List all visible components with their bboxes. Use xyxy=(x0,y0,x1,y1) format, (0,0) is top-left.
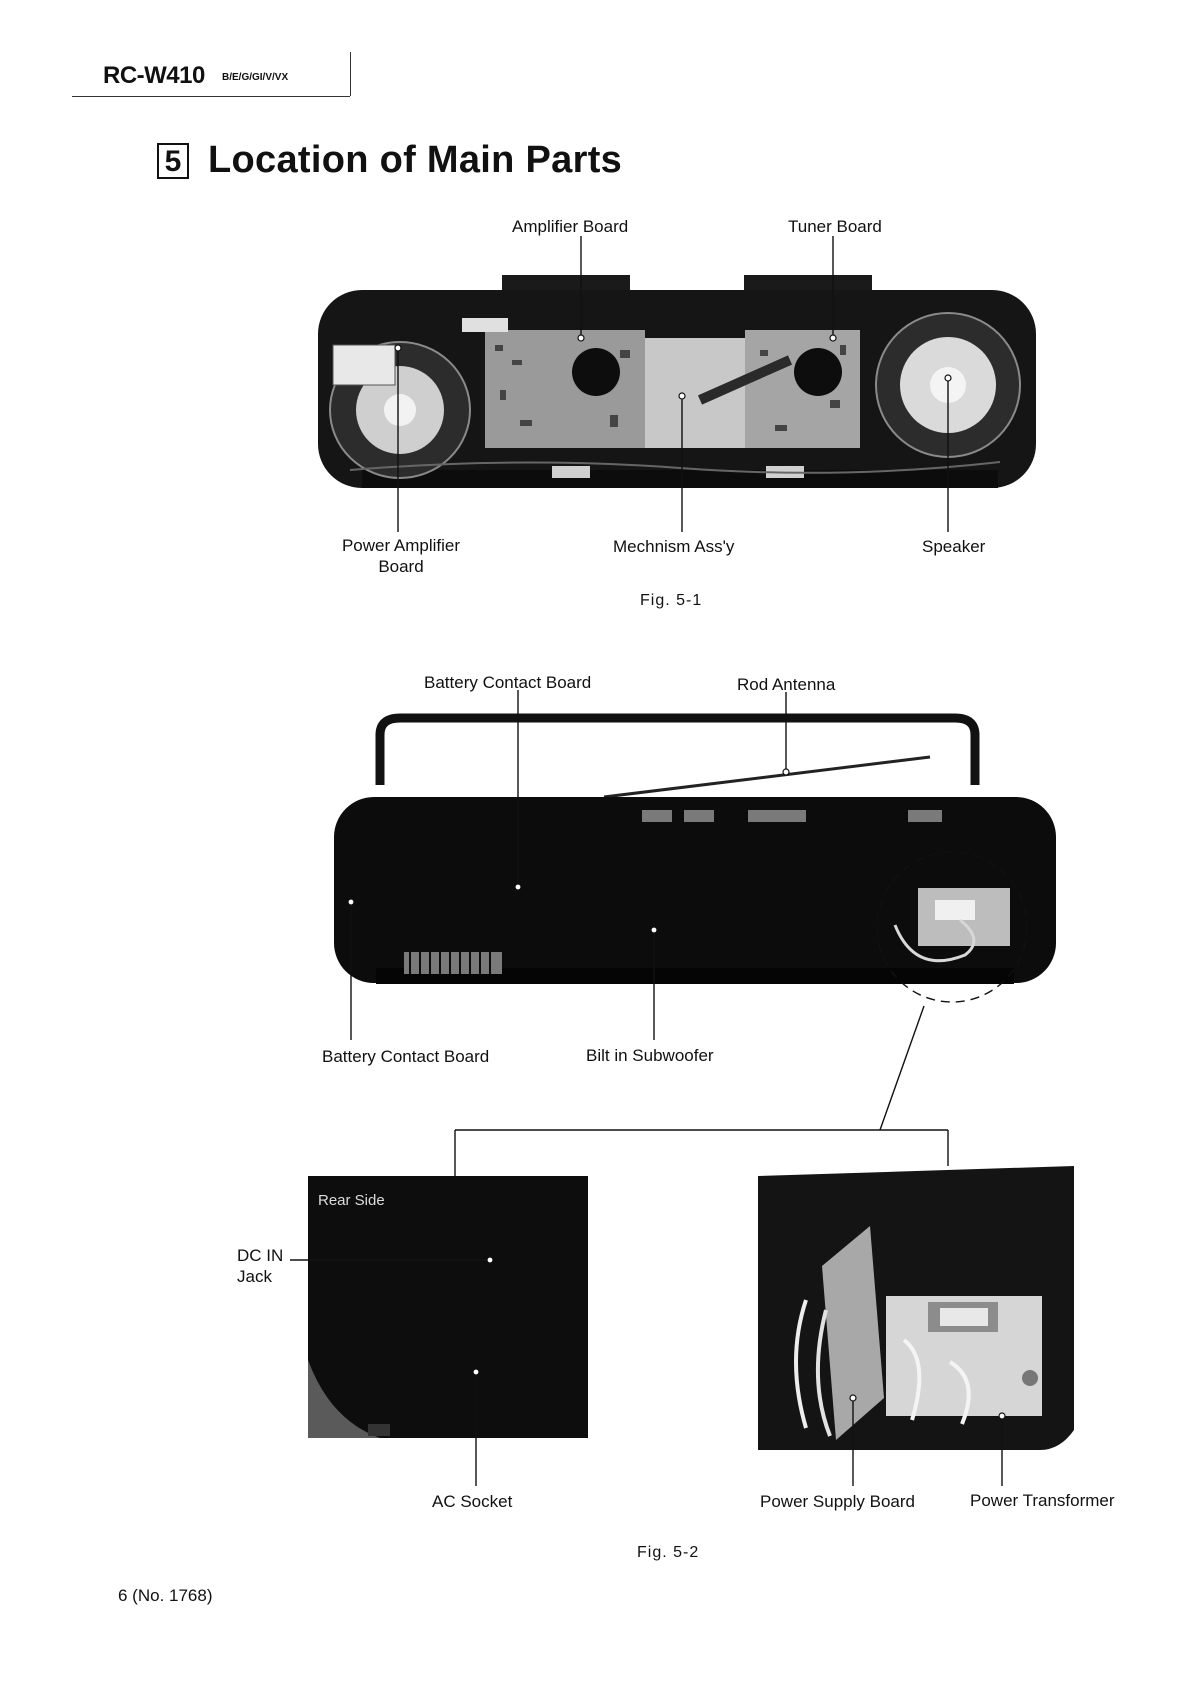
label-amplifier-board: Amplifier Board xyxy=(512,217,628,237)
label-built-in-subwoofer: Bilt in Subwoofer xyxy=(586,1046,714,1066)
rear-side-caption: Rear Side xyxy=(318,1192,385,1209)
label-mechanism-assy: Mechnism Ass'y xyxy=(613,537,734,557)
page-number: 6 (No. 1768) xyxy=(118,1586,213,1606)
fig2-connector-lines xyxy=(455,1006,948,1176)
fig1-unit-photo xyxy=(318,275,1036,488)
rear-side-photo xyxy=(308,1176,588,1438)
label-battery-contact-board-left: Battery Contact Board xyxy=(322,1047,489,1067)
label-rod-antenna: Rod Antenna xyxy=(737,675,835,695)
label-power-transformer: Power Transformer xyxy=(970,1491,1115,1511)
label-power-supply-board: Power Supply Board xyxy=(760,1492,915,1512)
power-supply-photo xyxy=(758,1166,1074,1450)
label-speaker: Speaker xyxy=(922,537,985,557)
fig1-caption: Fig. 5-1 xyxy=(640,592,702,610)
label-power-amplifier-board-2: Board xyxy=(326,557,476,577)
label-tuner-board: Tuner Board xyxy=(788,217,882,237)
label-power-amplifier-board-1: Power Amplifier xyxy=(326,536,476,556)
fig2-unit-rear-photo xyxy=(334,718,1056,984)
label-dc-in-jack-1: DC IN xyxy=(237,1246,283,1266)
fig2-caption: Fig. 5-2 xyxy=(637,1544,699,1562)
label-dc-in-jack-2: Jack xyxy=(237,1267,272,1287)
label-battery-contact-board-top: Battery Contact Board xyxy=(424,673,591,693)
label-ac-socket: AC Socket xyxy=(432,1492,512,1512)
